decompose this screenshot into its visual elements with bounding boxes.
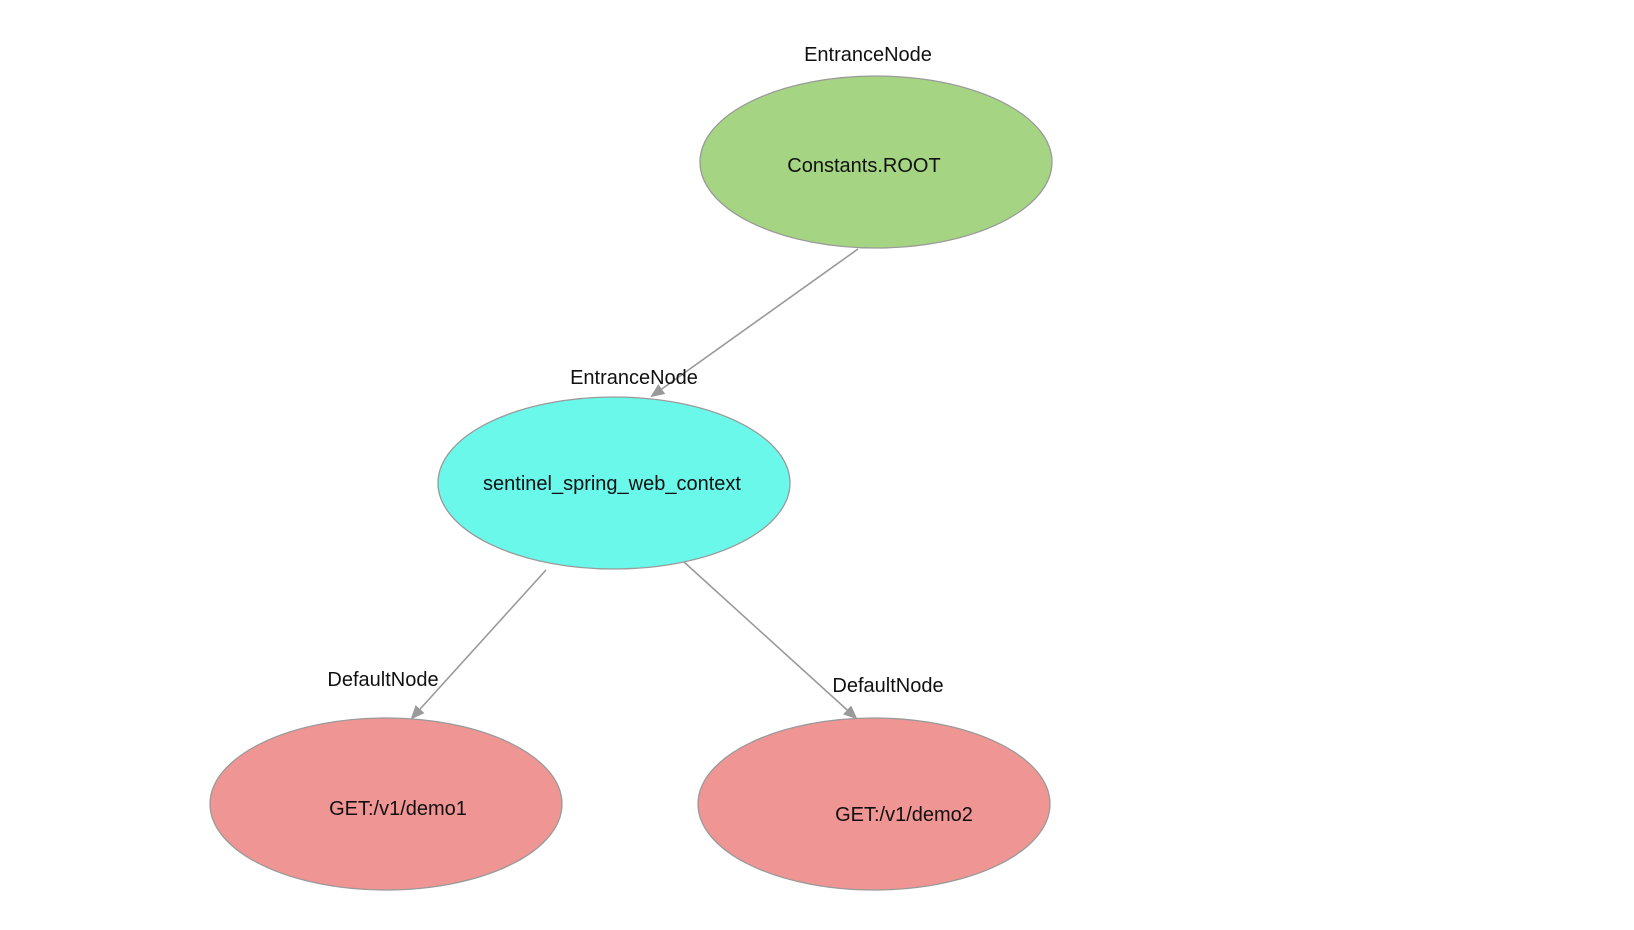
node-context[interactable]: EntranceNode sentinel_spring_web_context	[437, 367, 791, 570]
node-context-name: sentinel_spring_web_context	[483, 473, 741, 495]
node-demo2-type-label: DefaultNode	[832, 675, 943, 697]
node-root[interactable]: EntranceNode Constants.ROOT	[699, 44, 1053, 249]
node-demo2[interactable]: DefaultNode GET:/v1/demo2	[697, 675, 1051, 891]
node-context-type-label: EntranceNode	[570, 367, 698, 389]
edge-context-to-demo2	[683, 561, 858, 720]
node-demo1[interactable]: DefaultNode GET:/v1/demo1	[209, 669, 563, 891]
node-demo1-type-label: DefaultNode	[327, 669, 438, 691]
node-root-type-label: EntranceNode	[804, 44, 932, 66]
node-demo2-ellipse[interactable]	[697, 717, 1051, 891]
node-demo1-name: GET:/v1/demo1	[329, 798, 467, 820]
edges	[410, 248, 859, 720]
edge-root-to-context	[650, 248, 859, 398]
node-context-ellipse[interactable]	[437, 396, 791, 570]
node-demo1-ellipse[interactable]	[209, 717, 563, 891]
edge-context-to-demo1	[410, 569, 547, 720]
node-demo2-name: GET:/v1/demo2	[835, 804, 973, 826]
node-root-name: Constants.ROOT	[787, 155, 940, 177]
node-root-ellipse[interactable]	[699, 75, 1053, 249]
